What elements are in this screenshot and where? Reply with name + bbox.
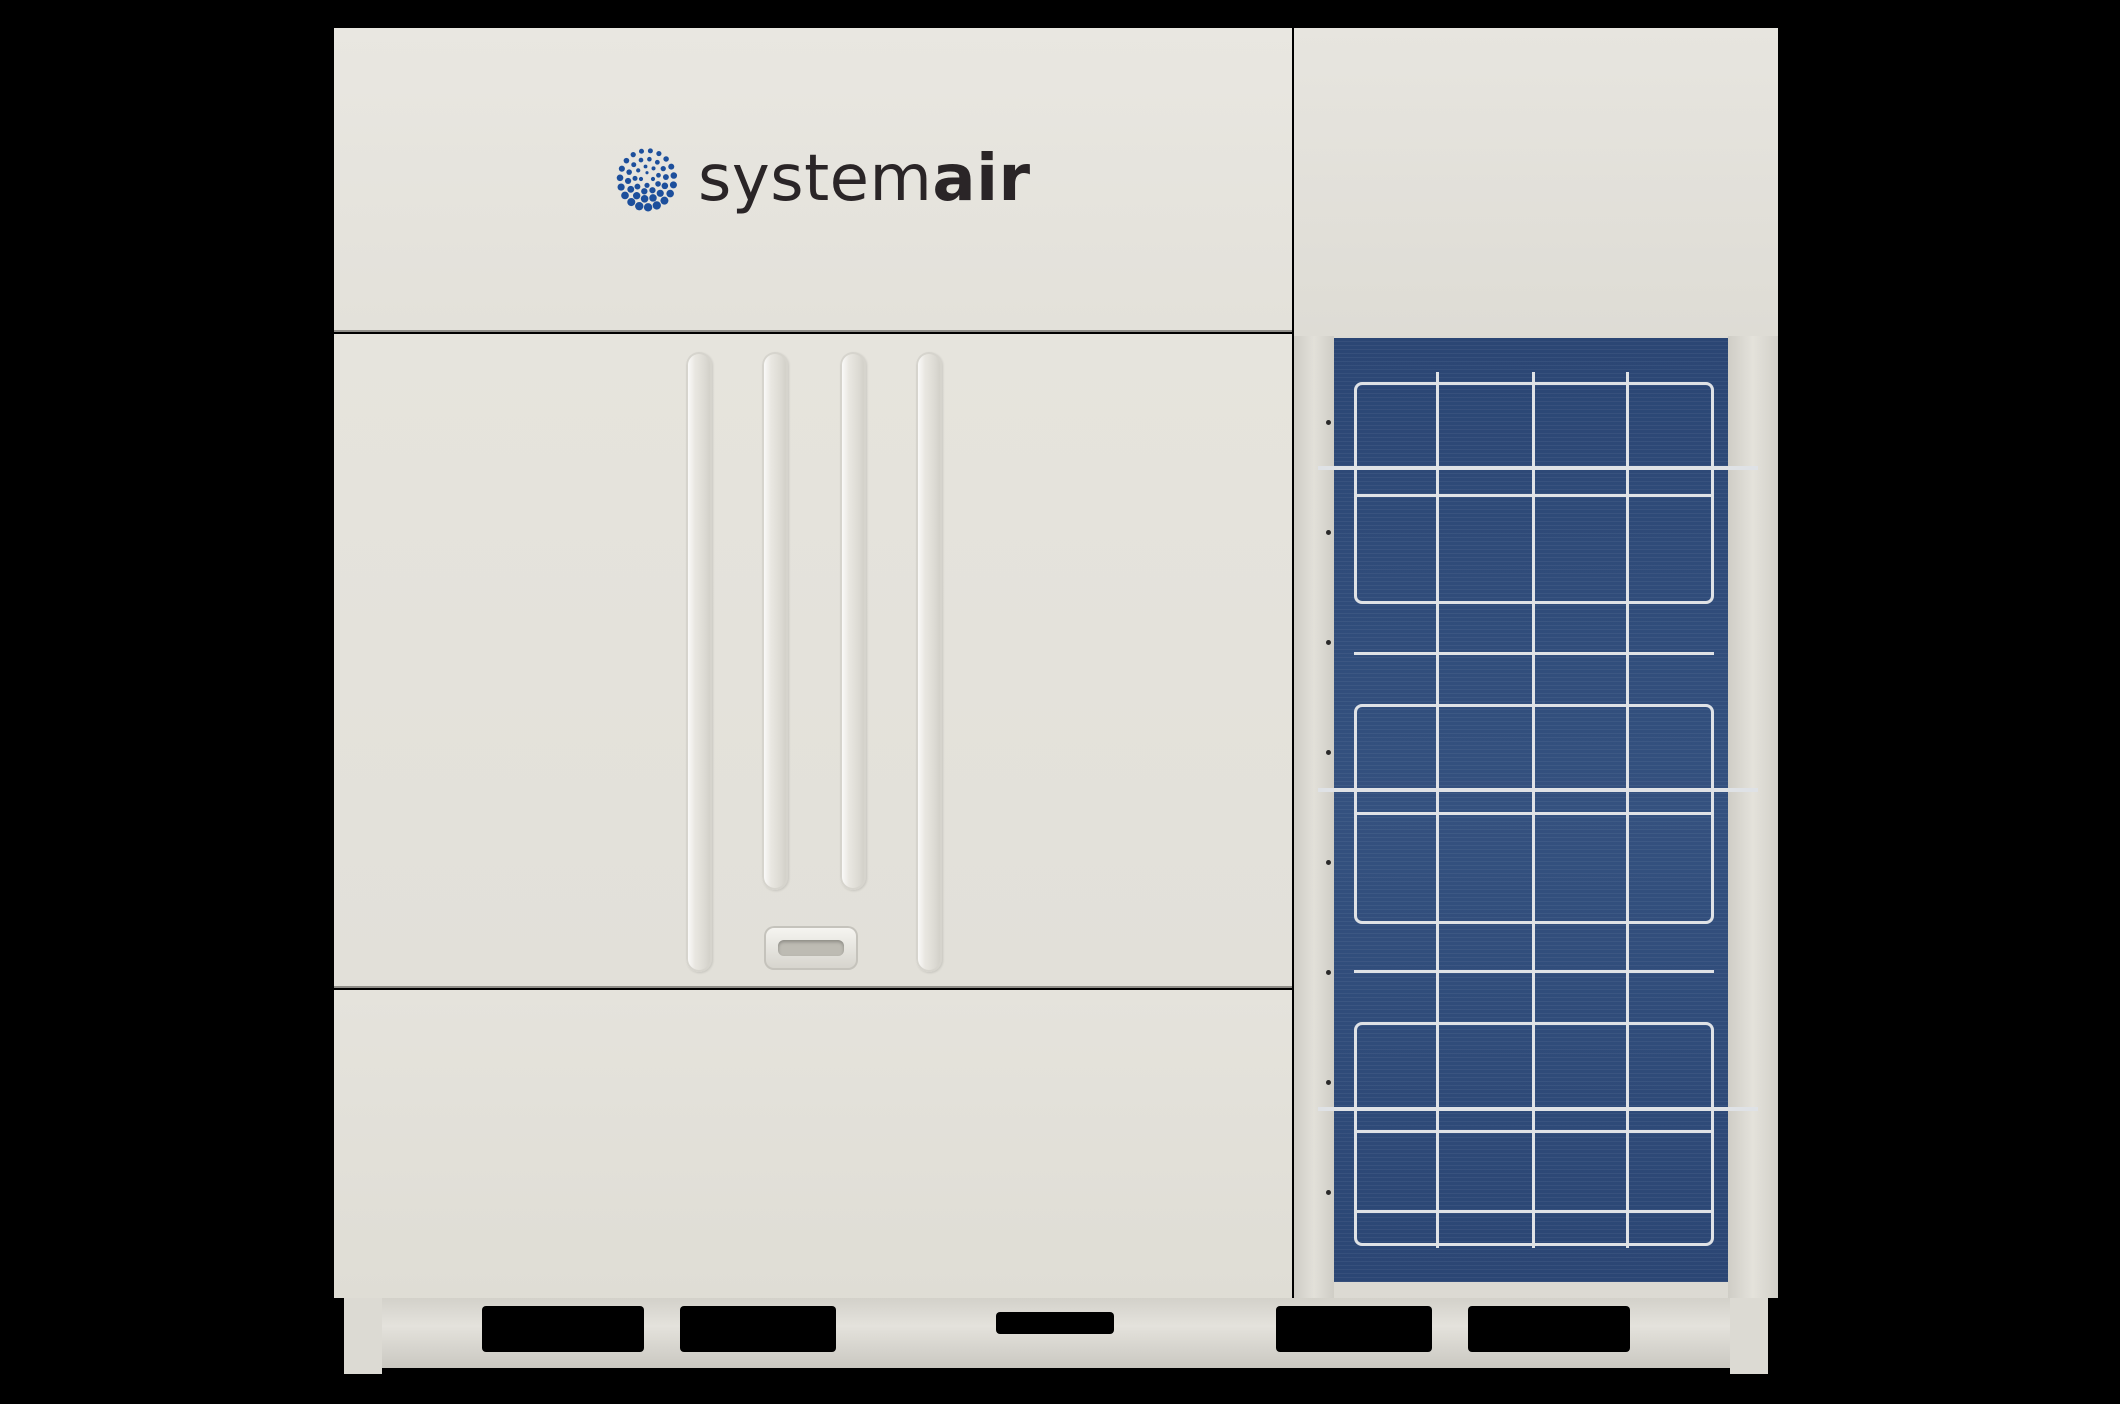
logo-dot bbox=[634, 183, 641, 190]
logo-dot bbox=[643, 164, 648, 169]
grille-bar bbox=[1318, 788, 1758, 792]
logo-dot bbox=[635, 201, 644, 211]
logo-dot bbox=[630, 151, 636, 158]
grille-bar bbox=[1318, 466, 1758, 470]
grille-bar bbox=[1354, 1130, 1714, 1133]
brand-name-bold: air bbox=[932, 142, 1031, 216]
top-left-panel bbox=[334, 28, 1292, 332]
logo-dot bbox=[669, 181, 677, 189]
logo-dot bbox=[656, 172, 661, 178]
logo-dot bbox=[617, 183, 625, 191]
base-foot bbox=[344, 1298, 382, 1374]
brand-name: systemair bbox=[698, 147, 1031, 211]
embossed-slot bbox=[916, 352, 942, 972]
rail-screw bbox=[1326, 860, 1331, 865]
logo-dot bbox=[621, 191, 629, 200]
logo-dot bbox=[660, 196, 669, 205]
logo-dot bbox=[640, 194, 649, 203]
logo-dot bbox=[651, 166, 656, 171]
logo-dot bbox=[660, 165, 666, 172]
logo-dot bbox=[655, 181, 661, 187]
grille-bar bbox=[1626, 372, 1629, 1248]
embossed-slot bbox=[840, 352, 866, 890]
embossed-slot bbox=[686, 352, 712, 972]
logo-dot bbox=[638, 148, 645, 154]
frame-left-rail bbox=[1294, 336, 1334, 1298]
grille-bar bbox=[1532, 372, 1535, 1248]
middle-left-panel bbox=[334, 334, 1292, 988]
grille-bar bbox=[1354, 970, 1714, 973]
rail-screw bbox=[1326, 530, 1331, 535]
logo-dot bbox=[649, 187, 656, 194]
rail-screw bbox=[1326, 420, 1331, 425]
brand-logo: systemair bbox=[612, 138, 1031, 220]
logo-dot bbox=[638, 176, 644, 182]
dotted-circle-logo-icon bbox=[616, 148, 678, 212]
embossed-slot bbox=[762, 352, 788, 890]
grille-bar bbox=[1436, 372, 1439, 1248]
logo-dot bbox=[656, 150, 662, 157]
logo-dot bbox=[641, 188, 648, 195]
logo-dot bbox=[644, 182, 650, 188]
brand-name-regular: system bbox=[698, 142, 933, 216]
logo-dot bbox=[649, 194, 657, 202]
logo-dot bbox=[650, 176, 656, 182]
base-foot bbox=[1730, 1298, 1768, 1374]
logo-dot bbox=[656, 189, 664, 197]
frame-right-rail bbox=[1728, 336, 1778, 1298]
logo-dot bbox=[654, 159, 660, 165]
logo-dot bbox=[636, 168, 641, 173]
logo-dot bbox=[647, 148, 653, 154]
logo-dot bbox=[668, 163, 675, 170]
logo-dot bbox=[627, 198, 636, 207]
grille-bar bbox=[1354, 1210, 1714, 1213]
logo-dot bbox=[666, 189, 674, 198]
grille-bar bbox=[1354, 652, 1714, 655]
panel-handle bbox=[764, 926, 858, 970]
grille-bar bbox=[1354, 494, 1714, 497]
grille-bar bbox=[1318, 1107, 1758, 1111]
base-vent-slot bbox=[996, 1312, 1114, 1334]
logo-dot bbox=[645, 171, 649, 175]
logo-dot bbox=[631, 162, 637, 168]
rail-screw bbox=[1326, 970, 1331, 975]
logo-dot bbox=[626, 169, 632, 175]
logo-dot bbox=[647, 156, 652, 162]
rail-screw bbox=[1326, 640, 1331, 645]
logo-dot bbox=[662, 174, 669, 181]
lower-left-panel bbox=[334, 990, 1292, 1298]
forklift-slot bbox=[680, 1306, 836, 1352]
logo-dot bbox=[643, 203, 653, 212]
logo-dot bbox=[616, 174, 624, 182]
logo-dot bbox=[623, 157, 630, 164]
logo-dot bbox=[661, 182, 669, 190]
logo-dot bbox=[638, 157, 644, 163]
rail-screw bbox=[1326, 1190, 1331, 1195]
forklift-slot bbox=[1468, 1306, 1630, 1352]
logo-dot bbox=[618, 165, 625, 172]
logo-dot bbox=[670, 172, 678, 179]
forklift-slot bbox=[1276, 1306, 1432, 1352]
top-right-panel bbox=[1294, 28, 1778, 336]
logo-dot bbox=[632, 192, 641, 200]
grille-bar bbox=[1354, 812, 1714, 815]
logo-dot bbox=[624, 177, 632, 185]
logo-dot bbox=[632, 175, 638, 181]
forklift-slot bbox=[482, 1306, 644, 1352]
logo-dot bbox=[652, 201, 661, 210]
logo-dot bbox=[663, 156, 669, 162]
logo-dot bbox=[627, 185, 635, 193]
rail-screw bbox=[1326, 1080, 1331, 1085]
rail-screw bbox=[1326, 750, 1331, 755]
